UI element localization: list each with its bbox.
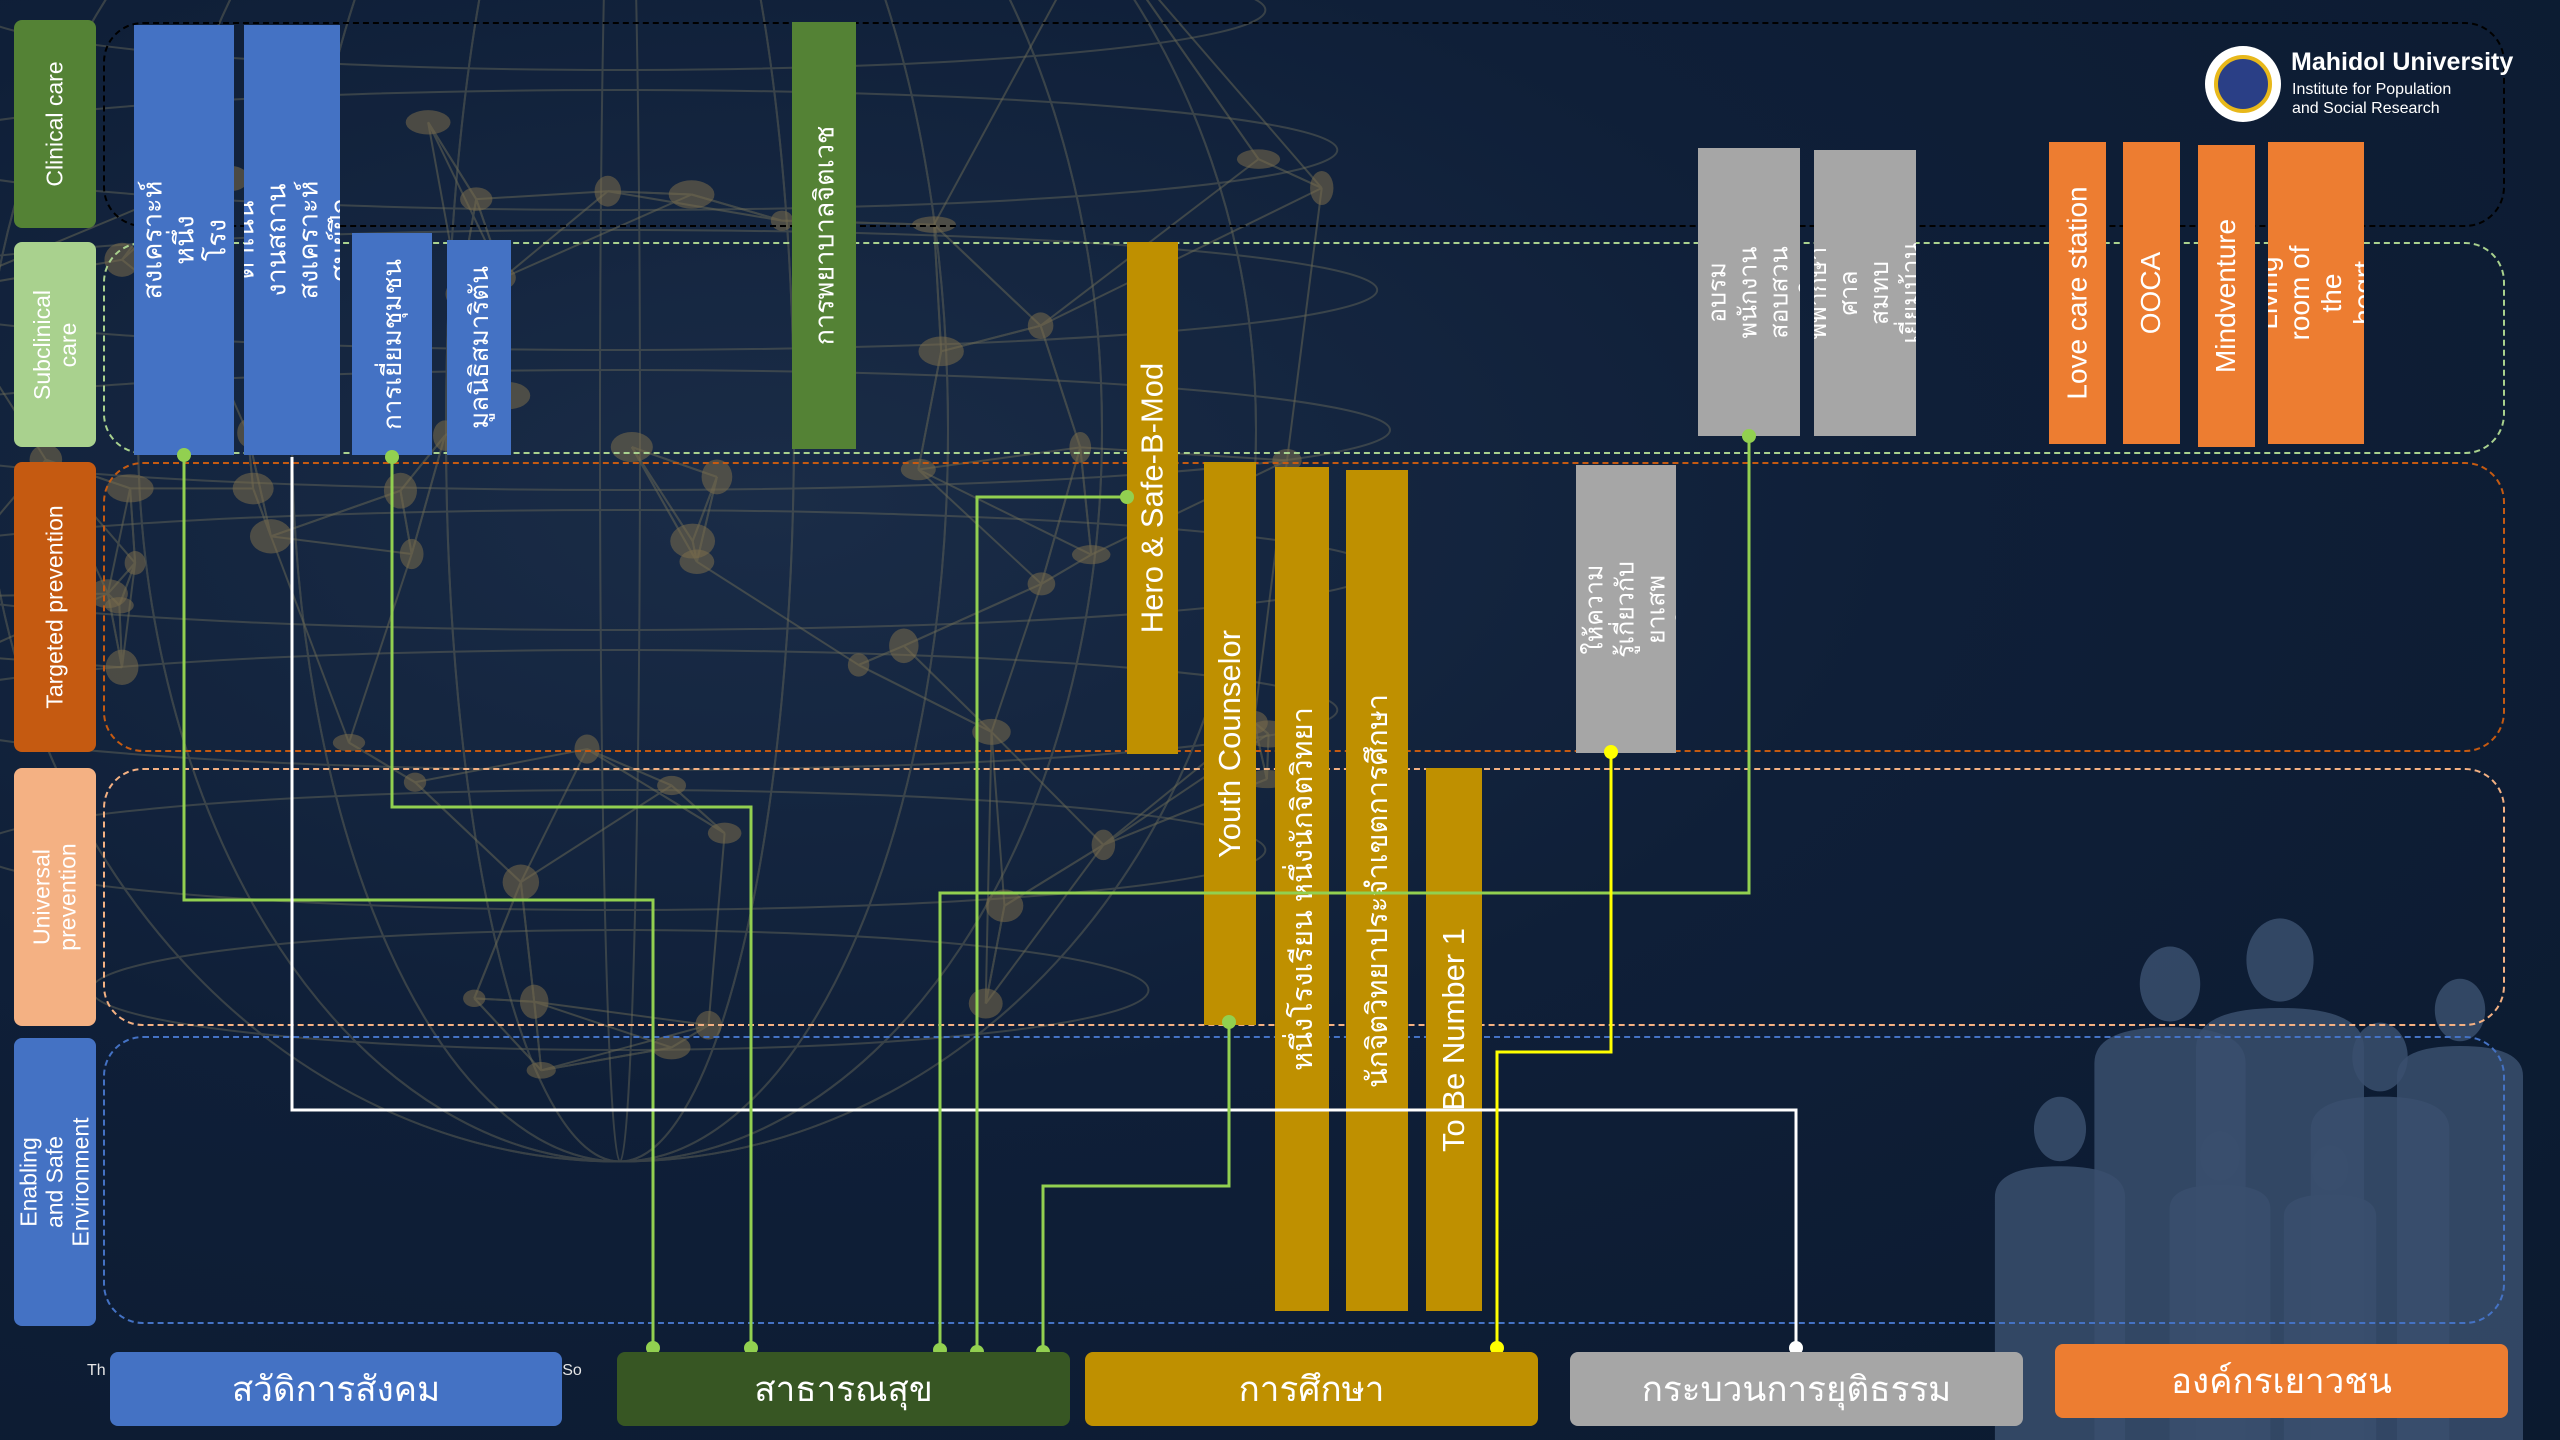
mahidol-logo: Mahidol University Institute for Populat… [2205, 44, 2515, 128]
logo-subtitle: Institute for Population and Social Rese… [2292, 81, 2452, 117]
connector-dot [646, 1341, 660, 1355]
connector-line [938, 436, 1751, 1350]
program-love-care-station: Love care station [2049, 142, 2106, 444]
program-associate-judge-home-visit: ผู้พิพากษาศาลสมทบ เยี่ยมบ้านผู้พินิจ [1814, 150, 1916, 436]
connector-line [1041, 1022, 1231, 1352]
connector-dot [177, 448, 191, 462]
connector-dot [1222, 1015, 1236, 1029]
program-shelter-operations: การดำเนินงานสถานสงเคราะห์ ศูนย์ฝึกและอบร… [244, 25, 340, 455]
sector-justice-label: กระบวนการยุติธรรม [1641, 1369, 1952, 1409]
footer-text-left: Th [87, 1362, 106, 1379]
connector-dot [1490, 1341, 1504, 1355]
level-enabling-environment: Enabling and Safe Environment [14, 1038, 96, 1326]
program-district-psychologist: นักจิตวิทยาประจำเขตการศึกษา [1346, 470, 1408, 1311]
level-subclinical-care: Subclinical care [14, 242, 96, 447]
connector-dot [1789, 1341, 1803, 1355]
sector-public-health: สาธารณสุข [617, 1352, 1070, 1426]
program-female-investigator-training: โครงการอบรมพนักงาน สอบสวนหญิง [1698, 148, 1800, 436]
sector-youth-organization-label: องค์กรเยาวชน [2171, 1361, 2392, 1401]
program-one-shelter-one-hospital: หนึ่งสถานสงเคราะห์ หนึ่ง โรงพยาบาล [134, 25, 234, 455]
band-clinical-care [103, 22, 2505, 227]
program-samaritan-foundation: มูลนิธิสมาริตัน [447, 240, 511, 455]
program-youth-counselor: Youth Counselor [1204, 462, 1256, 1025]
program-living-room-of-the-heart: Living room of the heqrt [2268, 142, 2364, 444]
connector-line [290, 457, 1798, 1348]
sector-public-health-label: สาธารณสุข [754, 1369, 933, 1409]
connector-dot [1120, 490, 1134, 504]
logo-title: Mahidol University [2291, 48, 2514, 76]
program-mindventure: Mindventure [2198, 145, 2255, 447]
sector-youth-organization: องค์กรเยาวชน [2055, 1344, 2508, 1418]
sector-justice: กระบวนการยุติธรรม [1570, 1352, 2023, 1426]
program-one-school-one-psychologist: หนึ่งโรงเรียน หนึ่งนักจิตวิทยา [1275, 467, 1329, 1311]
connector-dot [744, 1341, 758, 1355]
connector-dot [1742, 429, 1756, 443]
connector-dot [1604, 745, 1618, 759]
program-community-visit: การเยี่ยมชุมชน [352, 233, 432, 455]
program-to-be-number-1: To Be Number 1 [1426, 768, 1482, 1311]
sector-social-welfare: สวัดิการสังคม [110, 1352, 562, 1426]
connector-dot [385, 450, 399, 464]
connector-line [390, 457, 753, 1348]
mahidol-seal-icon [2205, 46, 2281, 122]
sector-social-welfare-label: สวัดิการสังคม [231, 1369, 441, 1409]
connector-line [975, 495, 1127, 1352]
level-targeted-prevention: Targeted prevention [14, 462, 96, 752]
band-subclinical-care [103, 242, 2505, 454]
sector-education-label: การศึกษา [1238, 1369, 1385, 1409]
program-psychiatric-nursing: การพยาบาลจิตเวช [792, 22, 856, 449]
program-hero-safe-b-mod: Hero & Safe-B-Mod [1127, 242, 1178, 754]
level-clinical-care: Clinical care [14, 20, 96, 228]
sector-education: การศึกษา [1085, 1352, 1538, 1426]
level-universal-prevention: Universal prevention [14, 768, 96, 1026]
program-ooca: OOCA [2123, 142, 2180, 444]
connector-line [1495, 752, 1613, 1348]
connector-line [182, 455, 655, 1348]
program-drug-education-speaker: วิทยากรให้ความรู้เกี่ยวกับ ยาเสพติด [1576, 465, 1676, 753]
